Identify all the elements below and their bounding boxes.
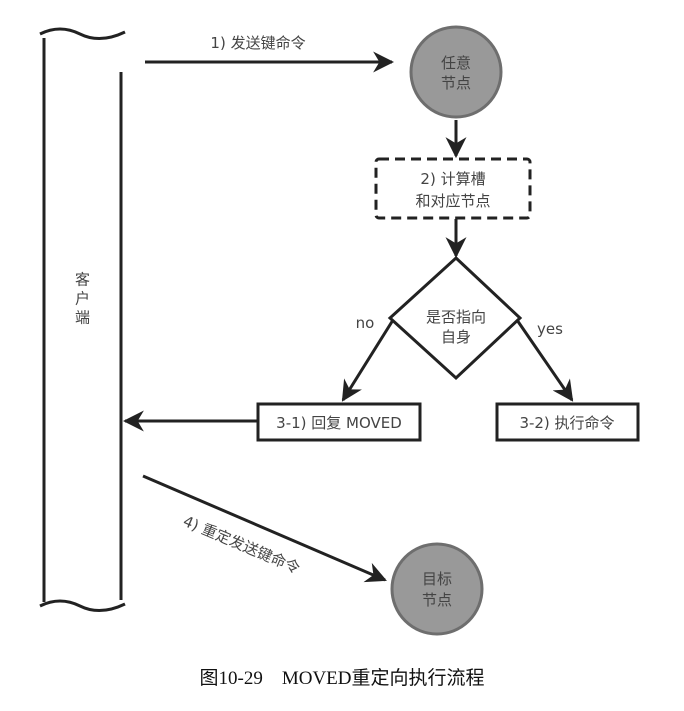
- execute-command-box: 3-2) 执行命令: [495, 402, 640, 442]
- arrow-yes: [515, 319, 574, 402]
- execute-command-label: 3-2) 执行命令: [519, 414, 614, 432]
- arrow-no: [341, 319, 395, 402]
- reply-moved-label: 3-1) 回复 MOVED: [276, 414, 402, 432]
- client-column: 客户端: [39, 27, 126, 612]
- target-node-line1: 目标: [422, 570, 452, 588]
- any-node-line2: 节点: [441, 74, 471, 92]
- no-label: no: [356, 314, 375, 332]
- any-node: 任意 节点: [409, 25, 503, 119]
- any-node-line1: 任意: [441, 54, 471, 72]
- arrow-resend-command: [142, 474, 387, 583]
- client-label: 客户端: [73, 272, 91, 329]
- figure-caption: 图10-29 MOVED重定向执行流程: [200, 667, 485, 689]
- yes-label: yes: [537, 320, 563, 338]
- compute-line1: 2) 计算槽: [420, 170, 485, 188]
- decision-line1: 是否指向: [426, 308, 486, 326]
- decision-line2: 自身: [441, 328, 471, 346]
- target-node: 目标 节点: [390, 542, 484, 636]
- compute-line2: 和对应节点: [415, 192, 490, 210]
- decision-diamond: 是否指向 自身: [387, 255, 523, 381]
- target-node-line2: 节点: [422, 591, 452, 609]
- compute-slot-box: 2) 计算槽 和对应节点: [374, 157, 532, 220]
- step4-label: 4) 重定发送键命令: [180, 512, 302, 577]
- reply-moved-box: 3-1) 回复 MOVED: [256, 402, 422, 442]
- step1-label: 1) 发送键命令: [210, 34, 305, 52]
